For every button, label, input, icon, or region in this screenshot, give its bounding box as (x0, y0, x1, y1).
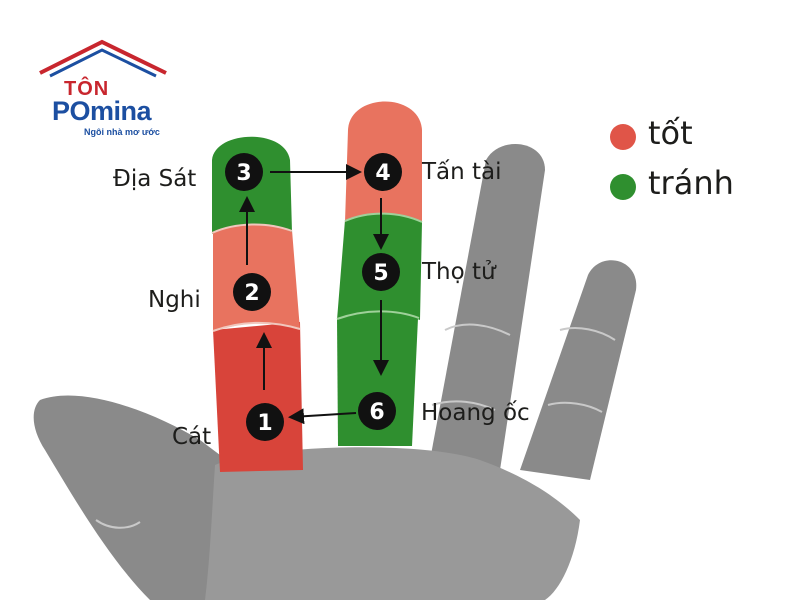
svg-text:5: 5 (373, 261, 388, 286)
label-cat: Cát (172, 424, 212, 450)
brand-logo: TÔN POmina Ngôi nhà mơ ước (36, 38, 171, 138)
svg-text:6: 6 (369, 400, 384, 425)
middle-segment-1 (337, 312, 418, 446)
badge-4: 4 (364, 153, 402, 191)
logo-brand-top: TÔN (64, 78, 110, 100)
logo-brand-main: POmina (52, 96, 152, 126)
badge-6: 6 (358, 392, 396, 430)
label-dia-sat: Địa Sát (113, 166, 197, 192)
ring-finger (430, 143, 545, 470)
badge-2: 2 (233, 273, 271, 311)
arrow-6-to-1 (288, 408, 357, 425)
legend-label-good: tốt (648, 114, 693, 152)
svg-text:1: 1 (257, 411, 272, 436)
thumb (33, 395, 241, 600)
legend-label-avoid: tránh (648, 164, 734, 202)
badge-1: 1 (246, 403, 284, 441)
label-nghi: Nghi (148, 287, 201, 313)
badge-3: 3 (225, 153, 263, 191)
svg-text:2: 2 (244, 281, 259, 306)
label-tan-tai: Tấn tài (422, 159, 502, 185)
sequence-arrows (239, 164, 389, 425)
legend-dot-avoid (610, 174, 636, 200)
legend-dot-good (610, 124, 636, 150)
svg-text:3: 3 (236, 161, 251, 186)
label-hoang-oc: Hoang ốc (421, 400, 530, 426)
gray-hand (33, 143, 637, 600)
roof-icon (39, 39, 167, 78)
little-finger (520, 260, 637, 480)
svg-text:4: 4 (375, 161, 390, 186)
badge-5: 5 (362, 253, 400, 291)
label-tho-tu: Thọ tử (422, 259, 496, 285)
palm (205, 447, 580, 600)
index-segment-1 (213, 322, 303, 472)
logo-tagline: Ngôi nhà mơ ước (84, 127, 160, 137)
